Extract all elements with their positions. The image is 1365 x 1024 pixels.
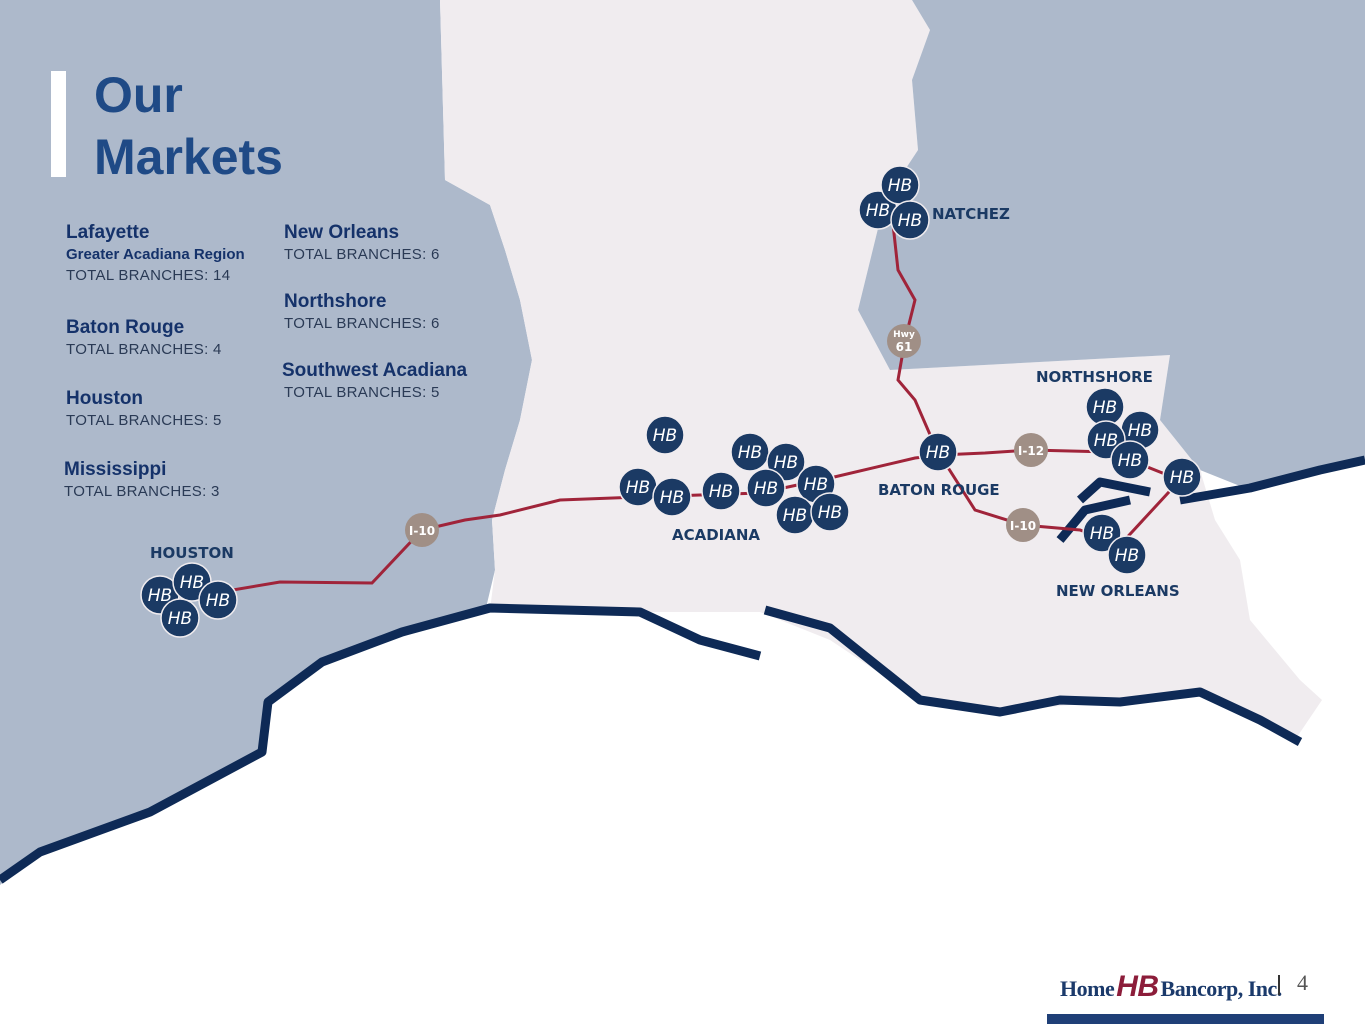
branch-marker — [645, 415, 685, 455]
market-count: TOTAL BRANCHES: 4 — [66, 341, 222, 358]
page-title: Our Markets — [94, 64, 283, 188]
hb-logo-icon: HB — [1093, 398, 1117, 418]
branch-marker — [1162, 457, 1202, 497]
badge-i10-west: I-10 — [405, 513, 439, 547]
mississippi-region — [858, 0, 1365, 490]
branch-marker — [160, 598, 200, 638]
badge-label: Hwy — [893, 330, 915, 340]
market-lafayette: Lafayette Greater Acadiana Region TOTAL … — [66, 222, 245, 286]
branch-marker — [890, 200, 930, 240]
branch-marker — [652, 477, 692, 517]
market-subtitle: Greater Acadiana Region — [66, 246, 245, 263]
label-baton-rouge: BATON ROUGE — [878, 481, 1000, 499]
hb-logo-icon: HB — [1090, 524, 1114, 544]
market-northshore: Northshore TOTAL BRANCHES: 6 — [284, 291, 440, 334]
market-count: TOTAL BRANCHES: 6 — [284, 315, 440, 332]
texas-region — [0, 0, 532, 885]
logo-bancorp: Bancorp, Inc. — [1160, 976, 1283, 1001]
market-new-orleans: New Orleans TOTAL BRANCHES: 6 — [284, 222, 440, 265]
market-count: TOTAL BRANCHES: 6 — [284, 246, 440, 263]
hb-logo-icon: HB — [1118, 451, 1142, 471]
market-name: Southwest Acadiana — [282, 360, 468, 381]
hb-logo-icon: HB — [180, 573, 204, 593]
branch-marker — [746, 468, 786, 508]
badge-i12: I-12 — [1014, 433, 1048, 467]
branch-marker — [810, 492, 850, 532]
page-number: 4 — [1297, 970, 1308, 995]
branch-marker — [1107, 535, 1147, 575]
market-count: TOTAL BRANCHES: 5 — [284, 384, 440, 401]
market-name: Houston — [66, 388, 144, 409]
footer-divider — [1278, 975, 1280, 995]
hb-logo-icon: HB — [888, 176, 912, 196]
market-name: Baton Rouge — [66, 317, 185, 338]
badge-label: 61 — [896, 340, 913, 354]
market-name: Northshore — [284, 291, 387, 312]
hb-logo-icon: HB — [804, 475, 828, 495]
title-line: Markets — [94, 129, 283, 185]
hb-logo-icon: HB — [168, 609, 192, 629]
hb-logo-icon: HB — [783, 506, 807, 526]
badge-label: I-12 — [1018, 444, 1044, 458]
hb-logo-icon: HB — [738, 443, 762, 463]
hb-logo-icon: HB — [898, 211, 922, 231]
market-count: TOTAL BRANCHES: 3 — [64, 483, 220, 500]
hb-logo-icon: HB — [818, 503, 842, 523]
market-houston: Houston TOTAL BRANCHES: 5 — [66, 388, 222, 431]
hb-logo-icon: HB — [660, 488, 684, 508]
hb-logo-icon: HB — [774, 453, 798, 473]
market-name: New Orleans — [284, 222, 400, 243]
market-count: TOTAL BRANCHES: 5 — [66, 412, 222, 429]
hb-logo-icon: HB — [653, 426, 677, 446]
branch-marker — [918, 432, 958, 472]
logo-home: Home — [1060, 976, 1115, 1001]
label-northshore: NORTHSHORE — [1036, 368, 1153, 386]
hb-logo-icon: HB — [926, 443, 950, 463]
hb-logo-icon: HB — [1170, 468, 1194, 488]
hb-logo-icon: HB — [148, 586, 172, 606]
hb-logo-icon: HB — [1094, 431, 1118, 451]
branch-marker — [198, 580, 238, 620]
label-houston: HOUSTON — [150, 544, 234, 562]
region-labels: NATCHEZ NORTHSHORE BATON ROUGE ACADIANA … — [150, 205, 1180, 600]
title-line: Our — [94, 67, 183, 123]
badge-label: I-10 — [1010, 519, 1036, 533]
branch-marker — [701, 471, 741, 511]
market-count: TOTAL BRANCHES: 14 — [66, 267, 231, 284]
footer-bar — [1047, 1014, 1324, 1024]
home-bancorp-logo: HomeHBBancorp, Inc. — [1060, 970, 1282, 1004]
coastline — [0, 455, 1365, 884]
badge-i10-east: I-10 — [1006, 508, 1040, 542]
market-name: Mississippi — [64, 459, 167, 480]
hb-logo-icon: HB — [206, 591, 230, 611]
market-baton-rouge: Baton Rouge TOTAL BRANCHES: 4 — [66, 317, 222, 360]
logo-hb-mark: HB — [1116, 970, 1159, 1003]
hb-logo-icon: HB — [709, 482, 733, 502]
badge-label: I-10 — [409, 524, 435, 538]
market-name: Lafayette — [66, 222, 150, 243]
louisiana-region — [440, 0, 1322, 740]
market-mississippi: Mississippi TOTAL BRANCHES: 3 — [64, 459, 220, 502]
market-southwest-acadiana: Southwest Acadiana TOTAL BRANCHES: 5 — [282, 360, 467, 403]
label-natchez: NATCHEZ — [932, 205, 1010, 223]
title-accent-bar — [51, 71, 66, 177]
branch-marker — [1110, 440, 1150, 480]
hb-logo-icon: HB — [866, 201, 890, 221]
branch-markers — [140, 165, 1202, 638]
hb-logo-icon: HB — [1128, 421, 1152, 441]
hb-logo-icon: HB — [1115, 546, 1139, 566]
branch-marker — [1082, 513, 1122, 553]
label-new-orleans: NEW ORLEANS — [1056, 582, 1180, 600]
label-acadiana: ACADIANA — [672, 526, 760, 544]
hb-logo-icon: HB — [754, 479, 778, 499]
hb-logo-icon: HB — [626, 478, 650, 498]
